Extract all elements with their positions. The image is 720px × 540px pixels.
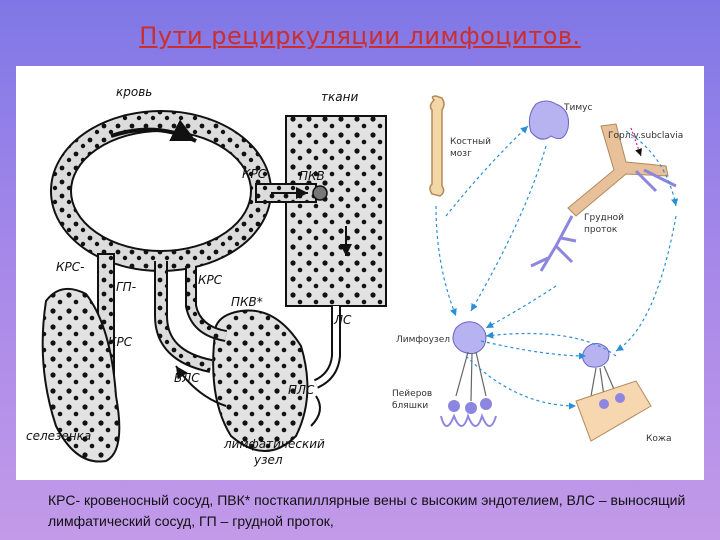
- bone-marrow-bone: [429, 95, 445, 197]
- label-vls: ВЛС: [174, 371, 200, 385]
- spleen: [41, 287, 121, 463]
- label-krs-left: КРС-: [56, 260, 84, 274]
- label-peyer-1: Пейеров: [392, 389, 432, 399]
- label-krs-top: КРС: [242, 167, 267, 181]
- label-pls: ПЛС: [288, 383, 315, 397]
- label-tissues: ткани: [321, 90, 358, 104]
- label-subclavian-vein: Горл.v.subclavia: [608, 131, 683, 141]
- label-lymph-node-right: Лимфоузел: [396, 335, 450, 345]
- caption-text: КРС- кровеносный сосуд, ПВК* посткапилля…: [48, 492, 686, 529]
- blood-flow-arrow: [110, 119, 197, 143]
- label-blood: кровь: [116, 85, 152, 99]
- recirculation-arrows: [435, 125, 679, 410]
- label-lymph-node-1: лимфатический: [223, 437, 325, 451]
- thymus: [528, 100, 569, 140]
- label-peyer-2: бляшки: [392, 401, 428, 411]
- label-pkv-mid: ПКВ*: [231, 295, 263, 309]
- label-thoracic-duct-1: Грудной: [584, 213, 624, 223]
- figure-panel: кровь ткани КРС ПКВ КРС- ГП- КРС КРС ПКВ…: [16, 66, 704, 480]
- left-diagram: кровь ткани КРС ПКВ КРС- ГП- КРС КРС ПКВ…: [26, 85, 387, 467]
- label-gp: ГП-: [116, 280, 136, 294]
- right-diagram: Тимус Костный мозг Горл.v.subclavia Груд…: [392, 95, 683, 444]
- label-pkv-top: ПКВ: [299, 169, 325, 183]
- peyers-patches: [440, 398, 497, 427]
- label-ls: ЛС: [333, 313, 352, 327]
- tissues-box: [285, 115, 387, 307]
- label-skin: Кожа: [646, 434, 672, 444]
- label-thoracic-duct-2: проток: [584, 225, 618, 235]
- diagram-svg: кровь ткани КРС ПКВ КРС- ГП- КРС КРС ПКВ…: [26, 85, 683, 467]
- lymph-node: [212, 309, 309, 452]
- label-thymus: Тимус: [563, 103, 592, 113]
- label-spleen: селезенка: [26, 429, 91, 443]
- label-krs-mid: КРС: [198, 273, 223, 287]
- subclavian-vein: [567, 123, 669, 217]
- slide-title: Пути рециркуляции лимфоцитов.: [139, 22, 581, 50]
- label-bone-marrow-2: мозг: [450, 149, 472, 159]
- label-krs-spleen: КРС: [108, 335, 133, 349]
- lymph-node-right: [452, 321, 487, 355]
- thoracic-duct-branches: [530, 215, 577, 272]
- thymus-small: [582, 343, 610, 368]
- label-lymph-node-2: узел: [253, 453, 283, 467]
- label-bone-marrow-1: Костный: [450, 137, 491, 147]
- skin-patch: [575, 380, 652, 442]
